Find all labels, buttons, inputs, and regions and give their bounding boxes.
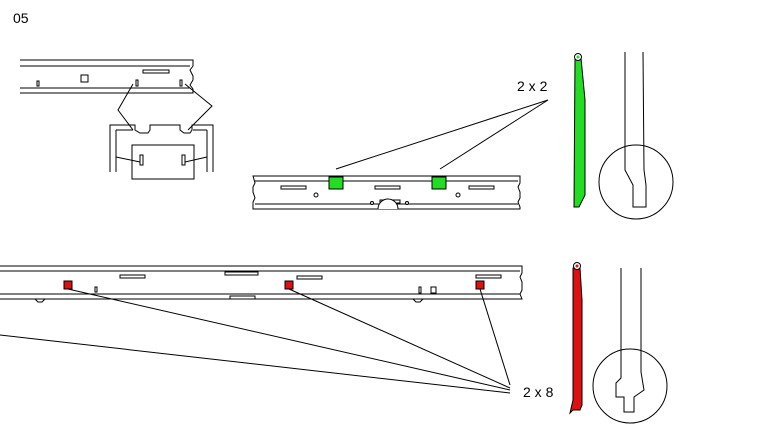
red-clip-magnified bbox=[592, 268, 668, 424]
red-clip-3 bbox=[475, 280, 485, 290]
bottom-rail bbox=[0, 265, 523, 303]
top-quantity-label: 2 x 2 bbox=[517, 78, 548, 94]
clip-detail bbox=[109, 124, 214, 180]
green-clip-right bbox=[431, 176, 447, 190]
detail-leaders bbox=[117, 83, 213, 131]
green-clip-profile bbox=[573, 53, 586, 208]
top-callout: 2 x 2 bbox=[335, 78, 549, 170]
red-clip-profile bbox=[569, 262, 583, 415]
green-clip-magnified bbox=[598, 51, 674, 220]
bottom-quantity-label: 2 x 8 bbox=[523, 384, 554, 400]
red-clip-1 bbox=[63, 280, 73, 290]
top-left-rail bbox=[20, 59, 194, 94]
bottom-callout: 2 x 8 bbox=[0, 288, 554, 400]
top-rail bbox=[252, 175, 521, 210]
green-clip-left bbox=[328, 176, 344, 190]
red-clip-2 bbox=[284, 280, 294, 290]
step-number: 05 bbox=[13, 10, 29, 26]
